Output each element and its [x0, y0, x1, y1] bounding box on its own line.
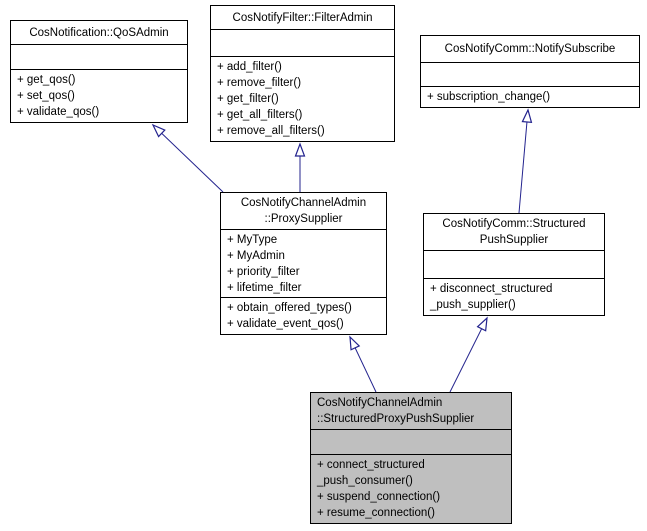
methods-section: + obtain_offered_types() + validate_event… — [221, 297, 386, 334]
method-row: + get_qos() — [17, 74, 76, 86]
attribute-row: + MyAdmin — [227, 250, 285, 262]
method-row: + remove_all_filters() — [217, 125, 325, 137]
class-box-cosnotifychanneladmin-structuredproxypushsupplier-current: CosNotifyChannelAdmin::StructuredProxyPu… — [310, 392, 512, 524]
class-box-cosnotification-qosadmin[interactable]: CosNotification::QoSAdmin + get_qos()+ s… — [10, 20, 188, 123]
attributes-section — [211, 29, 394, 56]
methods-section: + subscription_change() — [421, 86, 639, 107]
attribute-row: + lifetime_filter — [227, 282, 302, 294]
attribute-row: + MyType — [227, 234, 278, 246]
attributes-section — [424, 250, 604, 278]
class-box-cosnotifychanneladmin-proxysupplier[interactable]: CosNotifyChannelAdmin::ProxySupplier + M… — [220, 192, 387, 335]
class-box-cosnotifyfilter-filteradmin[interactable]: CosNotifyFilter::FilterAdmin + add_filte… — [210, 5, 395, 142]
method-row: _push_consumer() — [317, 475, 413, 487]
method-row: + add_filter() — [217, 61, 282, 73]
edge-structuredproxypushsupplier-to-structuredpushsupplier — [449, 318, 487, 393]
class-title-line: CosNotifyComm::NotifySubscribe — [444, 43, 616, 55]
method-row: + obtain_offered_types() — [227, 302, 352, 314]
attributes-section — [11, 44, 187, 69]
attributes-section — [311, 429, 511, 454]
methods-section: + disconnect_structured _push_supplier() — [424, 278, 604, 315]
edge-structuredpushsupplier-to-notifysubscribe — [518, 110, 528, 214]
method-row: _push_supplier() — [430, 299, 516, 311]
class-box-cosnotifycomm-notifysubscribe[interactable]: CosNotifyComm::NotifySubscribe + subscri… — [420, 35, 640, 108]
methods-section: + get_qos() + set_qos() + validate_qos() — [11, 69, 187, 122]
class-title-line: CosNotification::QoSAdmin — [29, 26, 169, 39]
class-title: CosNotifyChannelAdmin::StructuredProxyPu… — [311, 393, 511, 429]
attributes-section — [421, 62, 639, 86]
class-title: CosNotifyChannelAdmin::ProxySupplier — [221, 193, 386, 229]
methods-section: + connect_structured _push_consumer() + su… — [311, 454, 511, 523]
method-row: + remove_filter() — [217, 77, 302, 89]
method-row: + subscription_change() — [427, 91, 551, 103]
class-title-line: CosNotifyChannelAdmin — [240, 197, 367, 209]
method-row: + get_filter() — [217, 93, 279, 105]
method-row: + resume_connection() — [317, 507, 435, 519]
method-row: + set_qos() — [17, 90, 75, 102]
class-title: CosNotification::QoSAdmin — [11, 21, 187, 44]
method-row: + validate_event_qos() — [227, 318, 344, 330]
method-row: + suspend_connection() — [317, 491, 441, 503]
class-title-line: ::StructuredProxyPushSupplier — [317, 413, 475, 425]
methods-section: + add_filter() + remove_filter() + get_fil… — [211, 56, 394, 141]
class-title-line: CosNotifyComm::Structured — [442, 218, 586, 230]
attributes-section: + MyType + MyAdmin + priority_filter + life… — [221, 229, 386, 297]
attribute-row: + priority_filter — [227, 266, 300, 278]
method-row: + validate_qos() — [17, 106, 100, 118]
method-row: + disconnect_structured — [430, 283, 553, 295]
class-title-line: CosNotifyChannelAdmin — [317, 397, 443, 409]
edge-structuredproxypushsupplier-to-proxysupplier — [350, 337, 377, 393]
class-title-line: PushSupplier — [479, 234, 549, 246]
class-title-line: ::ProxySupplier — [264, 213, 343, 225]
method-row: + get_all_filters() — [217, 109, 303, 121]
method-row: + connect_structured — [317, 459, 425, 471]
class-title: CosNotifyComm::NotifySubscribe — [421, 36, 639, 62]
class-title-line: CosNotifyFilter::FilterAdmin — [232, 11, 373, 24]
class-title: CosNotifyFilter::FilterAdmin — [211, 6, 394, 29]
